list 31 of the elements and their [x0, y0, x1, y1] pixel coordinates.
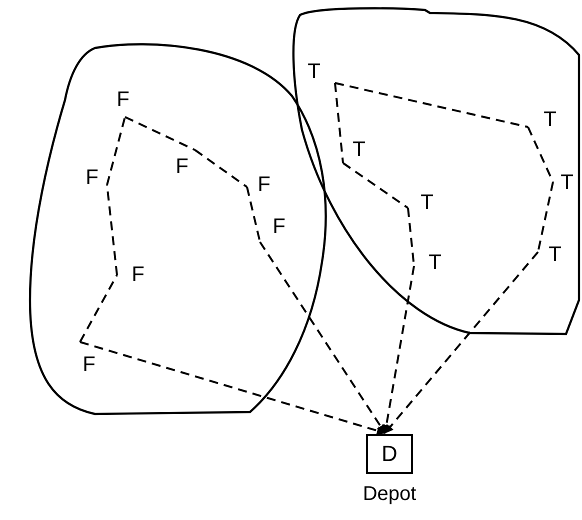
- route-line: [527, 126, 554, 182]
- route-line: [342, 162, 409, 209]
- stop-letter: F: [271, 215, 287, 237]
- route-line: [384, 251, 539, 434]
- route-line: [106, 184, 118, 276]
- stop-letter: F: [84, 166, 100, 188]
- stop-letter: F: [115, 88, 131, 110]
- stop-letter: F: [81, 353, 97, 375]
- route-line: [334, 82, 528, 128]
- route-line: [259, 241, 386, 434]
- route-line: [80, 341, 386, 435]
- route-line: [382, 266, 415, 434]
- route-line: [194, 149, 248, 188]
- route-line: [79, 274, 118, 342]
- stop-letter: T: [542, 108, 558, 130]
- stop-letter: T: [547, 243, 563, 265]
- stop-letter: T: [306, 60, 322, 82]
- stop-letter: T: [427, 251, 443, 273]
- stop-letter: F: [130, 263, 146, 285]
- route-line: [537, 182, 554, 252]
- stop-letter: F: [256, 173, 272, 195]
- stop-letter: F: [174, 155, 190, 177]
- route-line: [246, 186, 261, 242]
- route-line: [124, 116, 196, 151]
- route-line: [106, 116, 126, 186]
- depot-box: D: [366, 434, 413, 474]
- route-line: [334, 82, 344, 164]
- depot-caption: Depot: [362, 484, 418, 504]
- stop-letter: T: [351, 138, 367, 160]
- stop-letter: T: [419, 191, 435, 213]
- stop-letter: T: [559, 171, 575, 193]
